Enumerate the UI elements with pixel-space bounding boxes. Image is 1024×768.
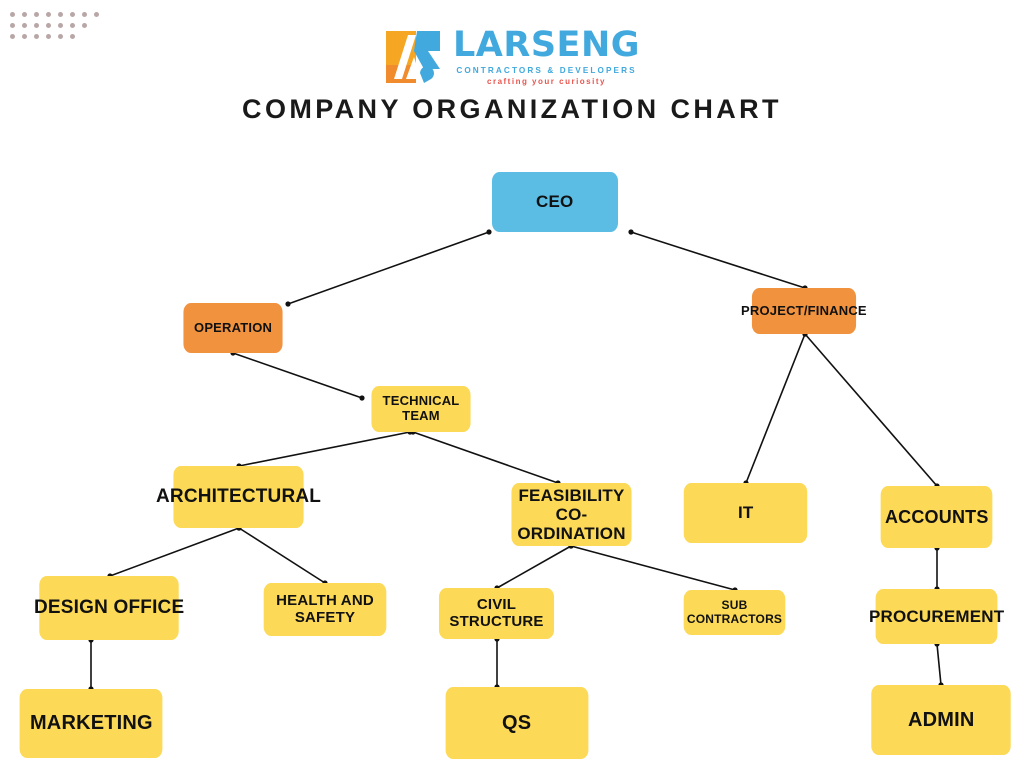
- org-node-label: DESIGN OFFICE: [33, 597, 185, 619]
- org-node-label: ADMIN: [907, 708, 975, 731]
- connector-line: [936, 643, 942, 686]
- connector-line: [630, 231, 806, 289]
- connector-line: [496, 545, 572, 589]
- org-node-accounts[interactable]: ACCOUNTS: [880, 486, 993, 548]
- connector-line: [109, 527, 240, 577]
- org-node-label: IT: [737, 503, 754, 523]
- connector-endpoint: [628, 229, 634, 235]
- org-node-design[interactable]: DESIGN OFFICE: [34, 576, 184, 640]
- connector-endpoint: [285, 301, 291, 307]
- connector-line: [238, 431, 411, 467]
- org-node-arch[interactable]: ARCHITECTURAL: [156, 466, 321, 528]
- org-node-label: ARCHITECTURAL: [155, 486, 322, 508]
- org-node-it[interactable]: IT: [683, 483, 808, 543]
- org-node-label: CEO: [536, 192, 574, 212]
- connector-line: [412, 431, 559, 484]
- org-node-admin[interactable]: ADMIN: [871, 685, 1011, 755]
- org-node-projfin[interactable]: PROJECT/FINANCE: [741, 288, 867, 334]
- org-node-label: HEALTH AND SAFETY: [276, 591, 374, 626]
- logo-subtitle: CONTRACTORS & DEVELOPERS: [456, 65, 637, 75]
- org-node-procure[interactable]: PROCUREMENT: [869, 589, 1004, 644]
- connector-line: [287, 231, 490, 305]
- org-node-qs[interactable]: QS: [445, 687, 589, 759]
- org-node-label: ACCOUNTS: [884, 506, 989, 527]
- connector-endpoint: [486, 229, 492, 235]
- org-node-techteam[interactable]: TECHNICAL TEAM: [371, 386, 471, 432]
- org-node-label: SUB CONTRACTORS: [686, 598, 783, 626]
- org-node-marketing[interactable]: MARKETING: [19, 689, 163, 758]
- org-node-ceo[interactable]: CEO: [492, 172, 618, 232]
- logo-wordmark: LARSENG: [453, 24, 640, 65]
- org-node-label: QS: [502, 711, 532, 734]
- org-node-hse[interactable]: HEALTH AND SAFETY: [263, 583, 387, 636]
- connector-line: [232, 352, 363, 399]
- org-node-label: PROCUREMENT: [868, 606, 1005, 626]
- connector-line: [570, 545, 736, 591]
- connector-line: [804, 333, 938, 487]
- org-node-label: PROJECT/FINANCE: [741, 302, 867, 318]
- org-node-label: OPERATION: [193, 319, 273, 335]
- company-logo: LARSENG CONTRACTORS & DEVELOPERS craftin…: [0, 26, 1024, 88]
- org-node-label: CIVIL STRUCTURE: [449, 595, 544, 630]
- connector-line: [745, 333, 806, 484]
- page-title: COMPANY ORGANIZATION CHART: [242, 94, 782, 124]
- org-node-label: MARKETING: [29, 712, 153, 735]
- connector-endpoint: [359, 395, 365, 401]
- org-node-civil[interactable]: CIVIL STRUCTURE: [438, 588, 555, 639]
- org-node-operation[interactable]: OPERATION: [183, 303, 283, 353]
- connector-line: [238, 527, 326, 584]
- org-node-subcon[interactable]: SUB CONTRACTORS: [683, 590, 786, 635]
- org-node-label: TECHNICAL TEAM: [382, 393, 460, 423]
- logo-mark-icon: [384, 29, 446, 85]
- logo-tagline: crafting your curiosity: [487, 77, 606, 87]
